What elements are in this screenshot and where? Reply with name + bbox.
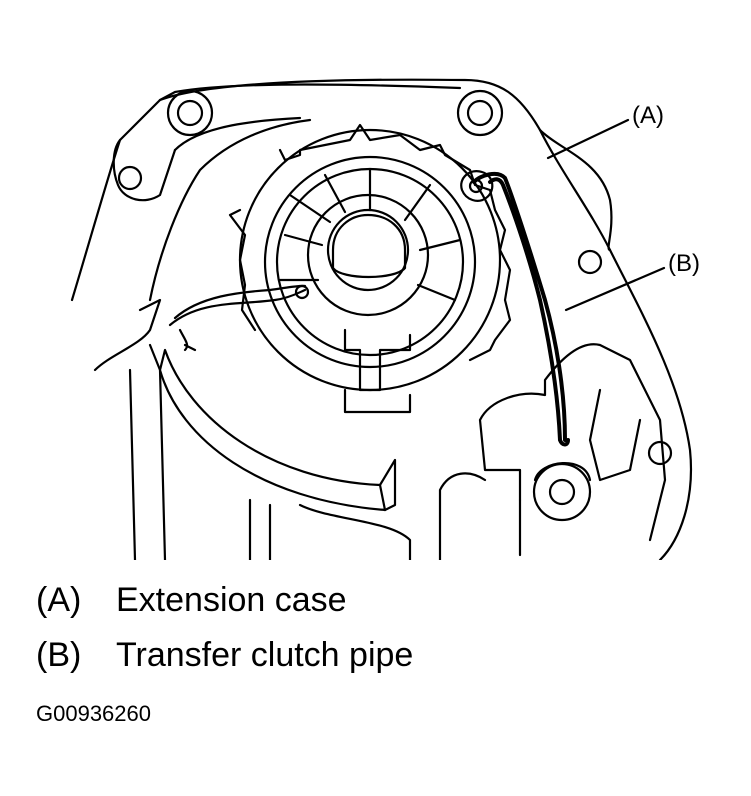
- case-lower-left: [93, 298, 197, 560]
- bolt-hole: [166, 89, 214, 137]
- case-flange-left: [112, 138, 177, 202]
- bolt-hole: [466, 99, 494, 127]
- pipe-top-fitting-hole: [468, 178, 484, 194]
- legend-label-b: Transfer clutch pipe: [116, 636, 414, 674]
- hub-outer: [306, 193, 430, 317]
- extension-case-outline: [70, 78, 693, 560]
- bolt-hole: [577, 249, 603, 275]
- drum-lug: [343, 328, 412, 414]
- legend-key-b: (B): [36, 636, 82, 674]
- legend-row-b: (B) Transfer clutch pipe: [36, 638, 413, 672]
- callout-label-b: (B): [668, 250, 700, 277]
- legend-key-a: (A): [36, 581, 82, 619]
- clutch-drum-ring: [263, 155, 477, 369]
- drum-spokes: [278, 167, 462, 302]
- bolt-hole: [456, 89, 504, 137]
- shaft-end: [331, 213, 407, 279]
- right-housing: [478, 343, 667, 542]
- pipe-bottom-fitting: [532, 462, 592, 522]
- pipe-bottom-fitting-body: [533, 462, 592, 482]
- gear-teeth: [228, 123, 512, 362]
- pipe-top-fitting: [460, 170, 494, 202]
- oil-line: [168, 284, 307, 327]
- case-lower-structure: [248, 472, 522, 560]
- pipe-bottom-fitting-hole: [548, 478, 576, 506]
- bolt-hole: [117, 165, 143, 191]
- case-flange-right: [538, 128, 613, 252]
- figure-code: G00936260: [36, 701, 151, 726]
- legend-row-a: (A) Extension case: [36, 583, 347, 617]
- extension-case-diagram: [70, 78, 693, 560]
- legend-label-a: Extension case: [116, 581, 347, 619]
- bolt-hole: [647, 440, 673, 466]
- bolt-hole: [176, 99, 204, 127]
- leader-line-b: [564, 266, 666, 312]
- case-rib: [148, 116, 312, 302]
- hub-inner: [326, 208, 410, 292]
- callout-label-a: (A): [632, 102, 664, 129]
- leader-line-a: [546, 118, 630, 160]
- curved-plate: [158, 348, 387, 512]
- transfer-clutch-pipe: [472, 171, 570, 447]
- curved-plate-end: [378, 458, 397, 512]
- oil-line-fitting: [294, 284, 310, 300]
